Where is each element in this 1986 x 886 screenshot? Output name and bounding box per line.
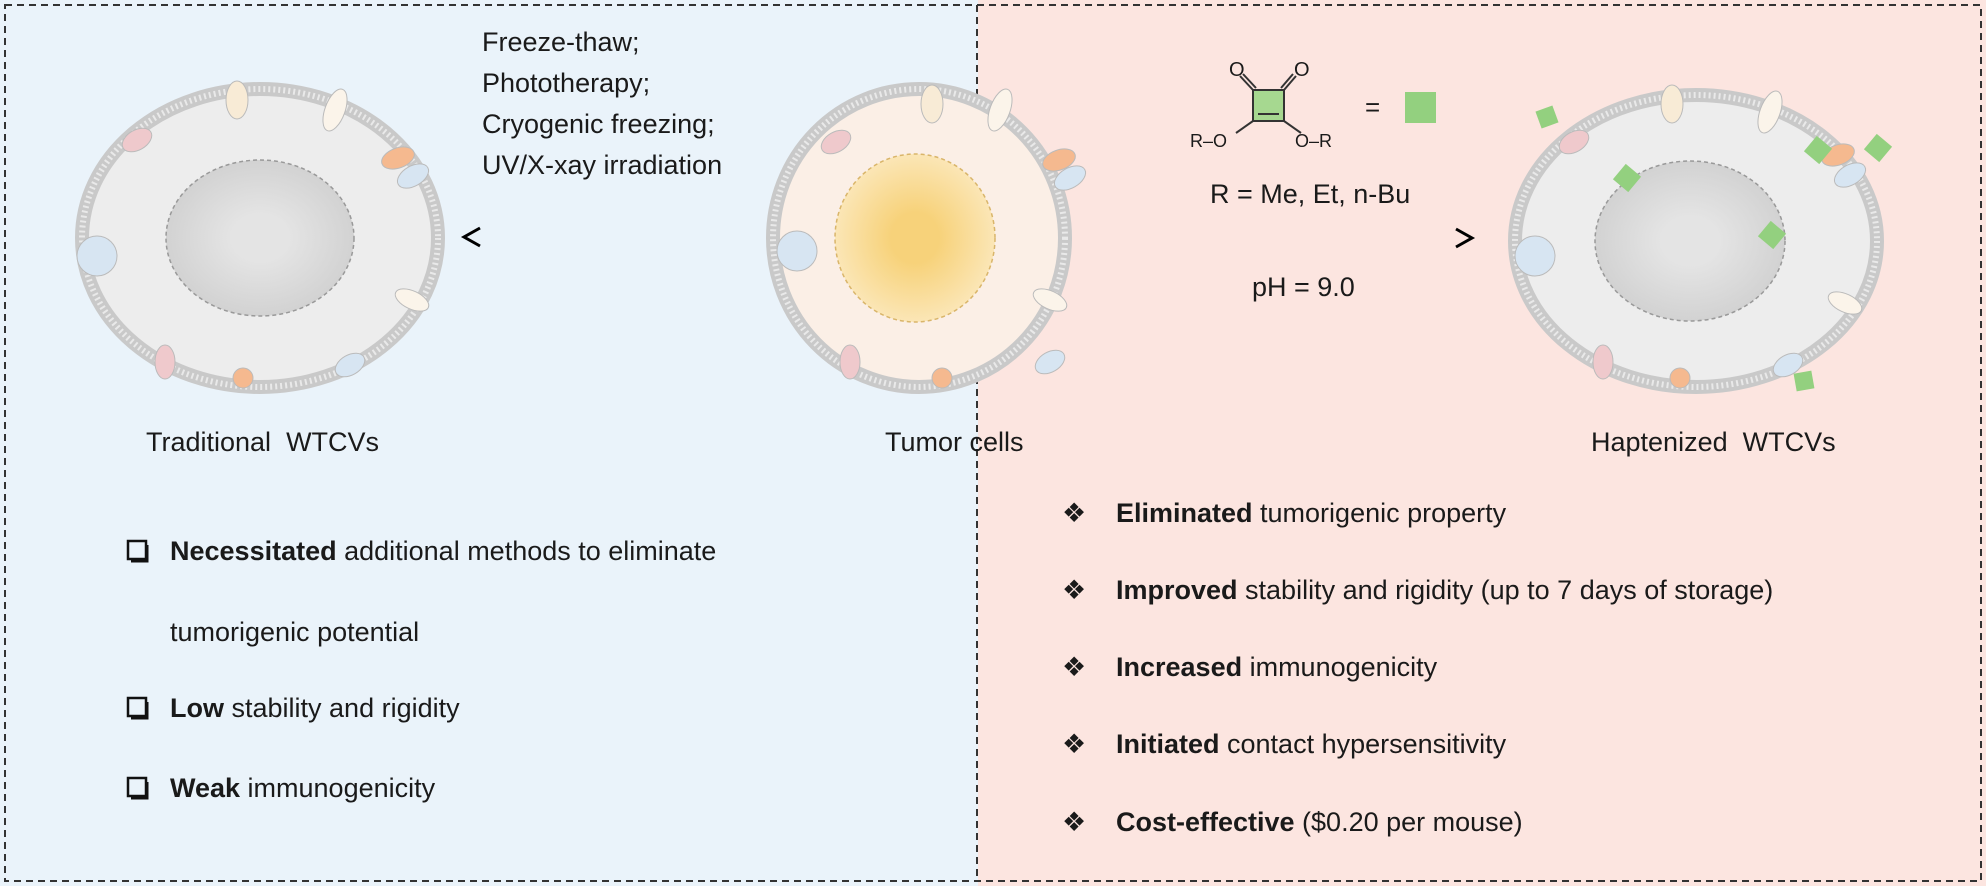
left-bullet-2: Low stability and rigidity [170,693,460,723]
left-bullet-list: Necessitated additional methods to elimi… [126,536,716,803]
nucleus [834,153,996,323]
right-bullet-4: Initiated contact hypersensitivity [1116,729,1507,759]
hapten-squares [1535,105,1893,392]
alkoxy-right: O–R [1295,131,1332,151]
diamond-bullet-icon: ❖ [1062,729,1086,759]
alkoxy-left: R–O [1190,131,1227,151]
traditional-wtcvs-label: Traditional WTCVs [146,427,379,457]
tumor-cells-label: Tumor cells [885,427,1024,457]
left-bullet-1-continuation: tumorigenic potential [170,617,419,647]
checkbox-icon [126,776,149,800]
left-bullet-3: Weak immunogenicity [170,773,436,803]
left-arrow [460,226,748,248]
haptenized-wtcv-cell [1508,84,1893,394]
method-phototherapy: Phototherapy; [482,68,650,98]
method-freeze-thaw: Freeze-thaw; [482,27,640,57]
equals-sign: = [1365,92,1380,122]
nucleus [1594,160,1786,322]
nucleus [165,159,355,317]
right-bullet-list: ❖ Eliminated tumorigenic property ❖ Impr… [1062,498,1773,837]
right-bullet-2: Improved stability and rigidity (up to 7… [1116,575,1773,605]
reaction-condition: pH = 9.0 [1252,272,1355,302]
r-groups: R = Me, Et, n-Bu [1210,179,1410,209]
diamond-bullet-icon: ❖ [1062,807,1086,837]
diamond-bullet-icon: ❖ [1062,575,1086,605]
haptenized-wtcvs-label: Haptenized WTCVs [1591,427,1836,457]
right-bullet-3: Increased immunogenicity [1116,652,1438,682]
hapten-square-legend [1405,92,1436,123]
tumor-cell [766,82,1087,394]
oxo-left: O [1229,59,1245,81]
method-cryogenic-freezing: Cryogenic freezing; [482,109,715,139]
checkbox-icon [126,539,149,563]
oxo-right: O [1294,59,1310,81]
method-irradiation: UV/X-xay irradiation [482,150,722,180]
methods-list: Freeze-thaw; Phototherapy; Cryogenic fre… [482,27,722,180]
diamond-bullet-icon: ❖ [1062,498,1086,528]
traditional-wtcv-cell [75,80,445,394]
outer-dashed-border [4,4,1982,882]
right-bullet-1: Eliminated tumorigenic property [1116,498,1507,528]
checkbox-icon [126,696,149,720]
right-bullet-5: Cost-effective ($0.20 per mouse) [1116,807,1523,837]
right-arrow [1170,227,1476,249]
diamond-bullet-icon: ❖ [1062,652,1086,682]
left-bullet-1: Necessitated additional methods to elimi… [170,536,716,566]
squarate-structure: O O R–O O–R = [1190,59,1436,151]
